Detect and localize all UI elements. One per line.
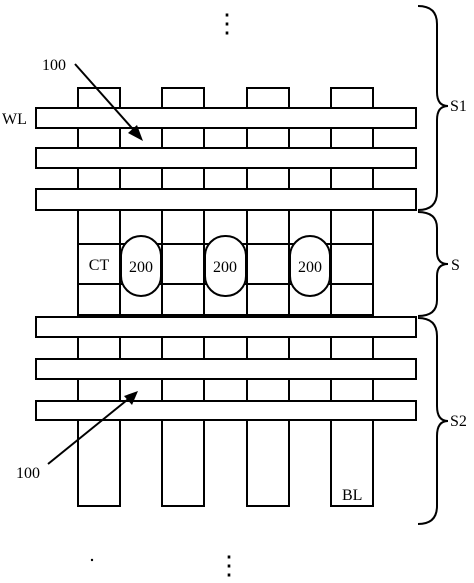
arrow-top (74, 63, 143, 141)
brace-label-s2: S2 (450, 413, 467, 430)
ref-100-bottom: 100 (16, 465, 40, 482)
contact-label: CT (89, 257, 110, 274)
brace-group (417, 5, 449, 525)
element-200-1 (120, 235, 162, 297)
wordline-1 (35, 107, 417, 129)
bitline-stub-top-2 (161, 87, 205, 109)
bitline-stub-top-4 (330, 87, 374, 109)
ellipsis-top: ⋮ (214, 9, 240, 38)
element-200-label-3: 200 (298, 259, 322, 276)
elements-200: 200 200 200 (120, 235, 331, 297)
upper-cell-grid (77, 128, 374, 189)
brace-label-s: S (451, 257, 460, 274)
wordline-4 (35, 316, 417, 338)
wordline-3 (35, 188, 417, 211)
bitline-columns (77, 87, 374, 507)
lower-cell-grid (77, 337, 374, 401)
bitline-bottom-1 (77, 419, 121, 507)
wordline-5 (35, 358, 417, 380)
element-200-3 (289, 235, 331, 297)
brace-s2 (417, 317, 449, 525)
bitline-label: BL (342, 487, 362, 504)
brace-label-s1: S1 (450, 98, 467, 115)
element-200-2 (204, 235, 247, 297)
element-200-label-1: 200 (129, 259, 153, 276)
wordline-2 (35, 147, 417, 169)
wordlines (35, 107, 417, 421)
bitline-stub-top-3 (246, 87, 290, 109)
bitline-bottom-3 (246, 419, 290, 507)
wordline-label: WL (2, 111, 27, 128)
brace-s1 (417, 5, 449, 211)
element-200-label-2: 200 (213, 259, 237, 276)
ellipsis-bottom: ⋮ (216, 551, 242, 580)
brace-s (417, 211, 449, 317)
ref-100-top: 100 (42, 57, 66, 74)
arrow-bottom (47, 391, 138, 465)
speck-dot (90, 558, 94, 562)
bitline-bottom-2 (161, 419, 205, 507)
wordline-6 (35, 400, 417, 421)
